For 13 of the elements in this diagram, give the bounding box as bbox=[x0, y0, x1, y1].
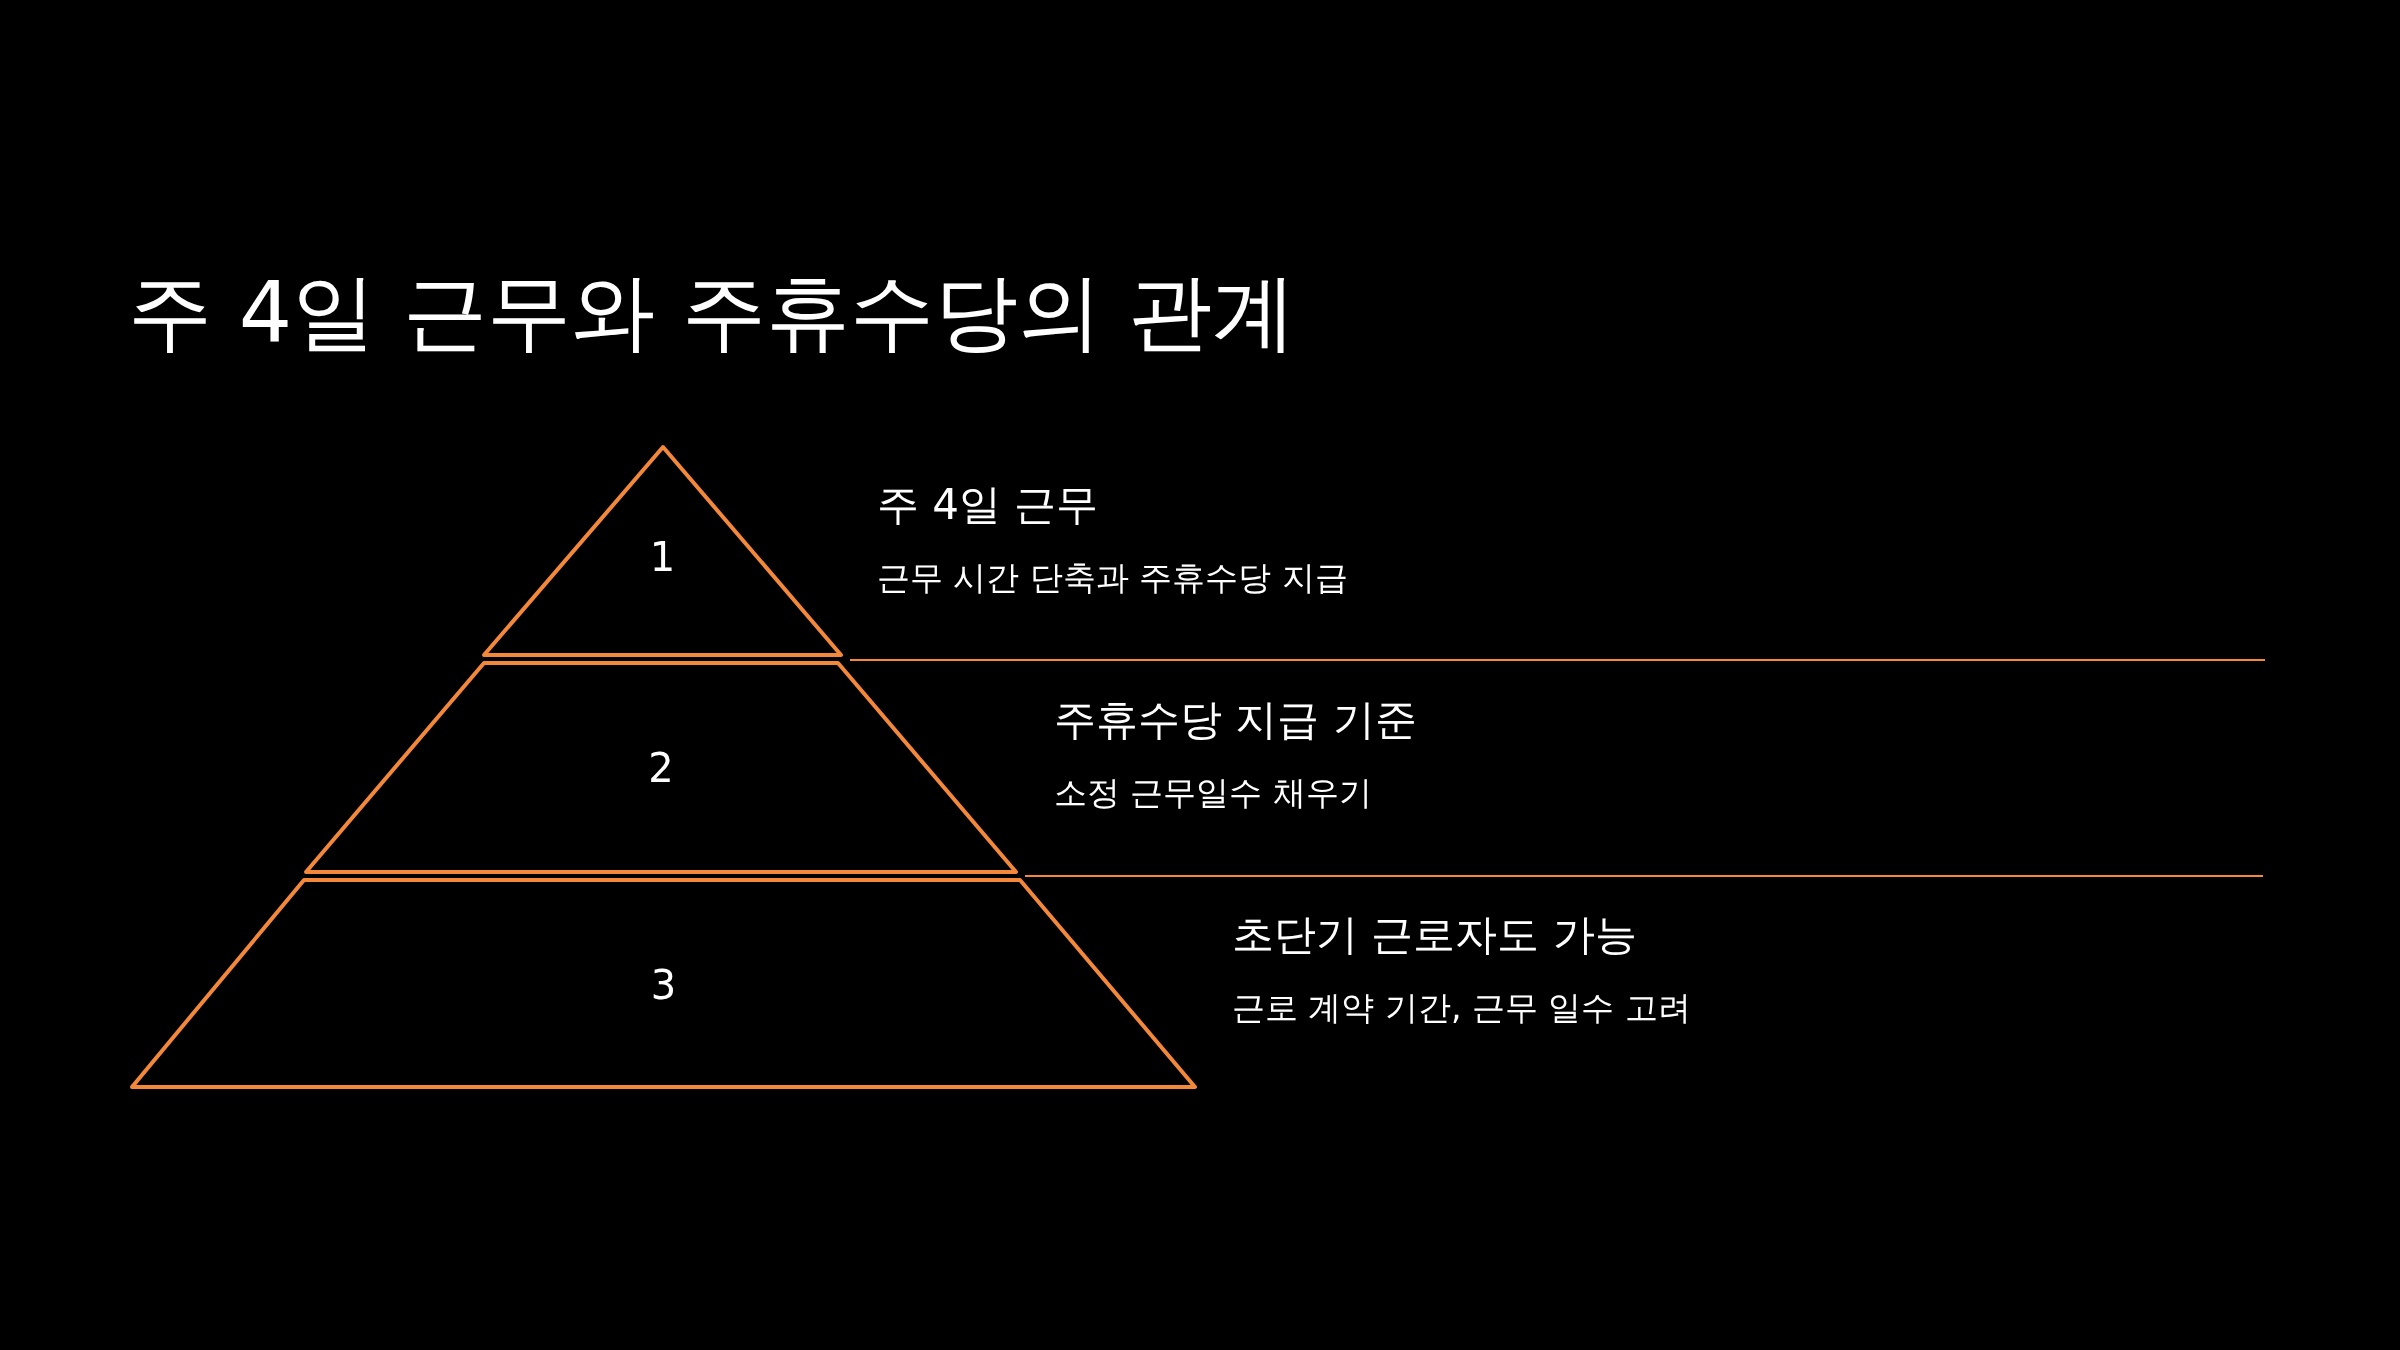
layer-heading: 주 4일 근무 bbox=[877, 480, 1099, 531]
pyramid-middle-band bbox=[306, 663, 1016, 872]
layer-description: 소정 근무일수 채우기 bbox=[1054, 773, 1372, 813]
layer-heading: 초단기 근로자도 가능 bbox=[1232, 910, 1637, 961]
pyramid-bottom-band bbox=[132, 880, 1195, 1087]
layer-number: 1 bbox=[648, 537, 677, 577]
layer-number: 2 bbox=[647, 748, 675, 788]
layer-description: 근무 시간 단축과 주휴수당 지급 bbox=[877, 558, 1348, 598]
pyramid-top-triangle bbox=[484, 447, 841, 655]
layer-number: 3 bbox=[649, 965, 678, 1005]
layer-heading: 주휴수당 지급 기준 bbox=[1054, 695, 1417, 746]
layer-description: 근로 계약 기간, 근무 일수 고려 bbox=[1232, 988, 1691, 1028]
title: 주 4일 근무와 주휴수당의 관계 bbox=[128, 262, 1297, 363]
